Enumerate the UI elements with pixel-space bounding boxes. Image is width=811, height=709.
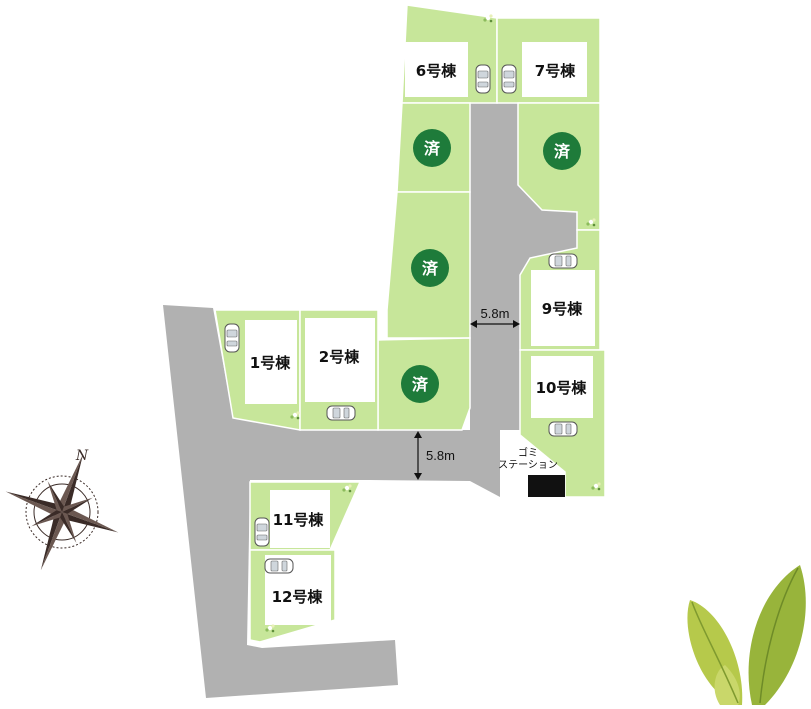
lot-11-label[interactable]: 11号棟 (273, 511, 325, 529)
sold-badge-text: 済 (422, 259, 439, 278)
road-network (163, 103, 577, 698)
lot-7-label[interactable]: 7号棟 (535, 62, 576, 80)
parked-car-icon (224, 323, 240, 353)
garbage-station-label-line2: ステーション (498, 460, 558, 471)
garbage-station-label-line1: ゴミ (518, 446, 538, 459)
road-width-label: 5.8m (481, 306, 510, 321)
lot-1-label[interactable]: 1号棟 (250, 354, 291, 372)
sold-badge-text: 済 (554, 142, 571, 161)
compass-rose-icon: N (5, 448, 119, 571)
compass-north-label: N (75, 448, 89, 464)
road-width-label: 5.8m (426, 448, 455, 463)
lot-labels: 6号棟 7号棟 1号棟 2号棟 9号棟 10号棟 11号棟 12号棟 (250, 62, 588, 606)
sold-badge-text: 済 (412, 375, 429, 394)
parked-car-icon (254, 517, 270, 547)
parked-car-icon (264, 558, 294, 574)
sold-badge: 済 (401, 365, 439, 403)
garbage-station: ゴミ ステーション (498, 446, 565, 497)
lot-7-building (522, 42, 587, 97)
sold-badge: 済 (411, 249, 449, 287)
lot-2-building (305, 318, 375, 402)
garbage-station-box (528, 475, 565, 497)
sold-markers: 済 済 済 済 (401, 129, 581, 403)
leaf-decoration-icon (687, 565, 806, 705)
lot-9-label[interactable]: 9号棟 (542, 300, 583, 318)
parked-car-icon (501, 64, 517, 94)
lot-12-label[interactable]: 12号棟 (272, 588, 324, 606)
parked-car-icon (548, 253, 578, 269)
parked-car-icon (548, 421, 578, 437)
access-road (470, 103, 577, 430)
lot-6-label[interactable]: 6号棟 (416, 62, 457, 80)
sold-badge-text: 済 (424, 139, 441, 158)
parked-car-icon (326, 405, 356, 421)
main-road (163, 305, 500, 698)
dimension-horizontal: 5.8m (470, 306, 520, 328)
lot-2-label[interactable]: 2号棟 (319, 348, 360, 366)
lot-9-building (531, 270, 595, 346)
lot-10-label[interactable]: 10号棟 (536, 379, 588, 397)
dimension-vertical: 5.8m (414, 431, 455, 480)
buildings (245, 42, 595, 625)
sold-badge: 済 (543, 132, 581, 170)
lot-11-building (270, 490, 330, 548)
parked-car-icon (475, 64, 491, 94)
lot-10-building (531, 356, 593, 418)
sold-badge: 済 (413, 129, 451, 167)
lot-6-building (405, 42, 468, 97)
lot-1-building (245, 320, 297, 404)
